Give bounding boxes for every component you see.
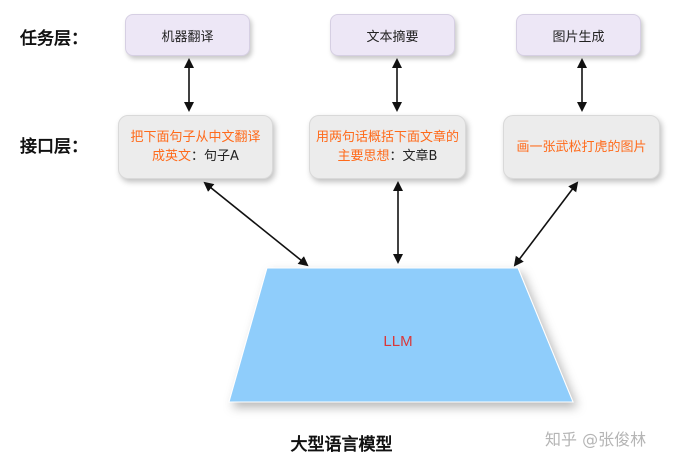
task-box-translation: 机器翻译 bbox=[125, 14, 250, 56]
llm-label: LLM bbox=[383, 333, 412, 350]
model-caption: 大型语言模型 bbox=[290, 435, 393, 455]
interface-model-arrow-3 bbox=[513, 181, 579, 267]
task-box-image-gen: 图片生成 bbox=[516, 14, 641, 56]
task-box-summary: 文本摘要 bbox=[330, 14, 455, 56]
interface-box-summary: 用两句话概括下面文章的 主要思想：文章B bbox=[309, 115, 466, 179]
interface-model-arrow-1 bbox=[203, 181, 309, 267]
llm-trapezoid bbox=[228, 267, 574, 403]
interface-layer-label: 接口层： bbox=[20, 137, 88, 157]
interface-text-line1: 把下面句子从中文翻译 bbox=[130, 130, 261, 145]
interface-box-image-gen: 画一张武松打虎的图片 bbox=[503, 115, 660, 179]
interface-text-input: ：文章B bbox=[389, 149, 438, 164]
interface-text-line1: 画一张武松打虎的图片 bbox=[516, 139, 647, 155]
watermark: 知乎 @张俊林 bbox=[545, 430, 647, 449]
interface-text-line2: 成英文 bbox=[152, 149, 192, 164]
model-shape: LLM bbox=[228, 267, 574, 403]
interface-box-translation: 把下面句子从中文翻译 成英文：句子A bbox=[118, 115, 273, 179]
interface-text-input: ：句子A bbox=[191, 149, 239, 164]
interface-text-line2: 主要思想 bbox=[337, 149, 390, 164]
task-layer-label: 任务层： bbox=[20, 29, 88, 49]
interface-text-line1: 用两句话概括下面文章的 bbox=[316, 130, 460, 145]
